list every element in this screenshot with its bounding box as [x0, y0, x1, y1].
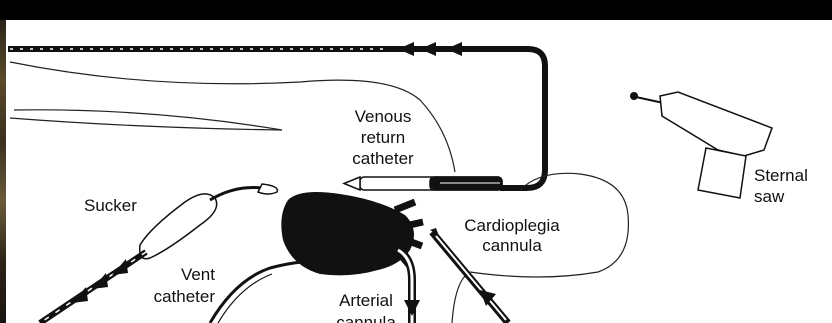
patient-outline-fold — [10, 110, 282, 130]
sternal-label-line2: saw — [754, 187, 785, 206]
venous-return-tube — [8, 49, 545, 188]
sucker-label: Sucker — [84, 196, 137, 215]
vent-catheter — [210, 262, 320, 323]
cardioplegia-label-line1: Cardioplegia — [464, 216, 560, 235]
arterial-label-line2: cannula — [336, 313, 396, 323]
cardioplegia-label-line2: cannula — [482, 236, 542, 255]
venous-label-line1: Venous — [355, 107, 412, 126]
venous-label-line2: return — [361, 128, 405, 147]
flow-arrows-top — [398, 42, 462, 56]
vent-label-line2: catheter — [154, 287, 216, 306]
venous-label-line3: catheter — [352, 149, 414, 168]
sternal-label-line1: Sternal — [754, 166, 808, 185]
arterial-label-line1: Arterial — [339, 291, 393, 310]
sternal-saw-icon — [630, 92, 772, 198]
vent-label-line1: Vent — [181, 265, 215, 284]
venous-catheter — [344, 177, 502, 190]
